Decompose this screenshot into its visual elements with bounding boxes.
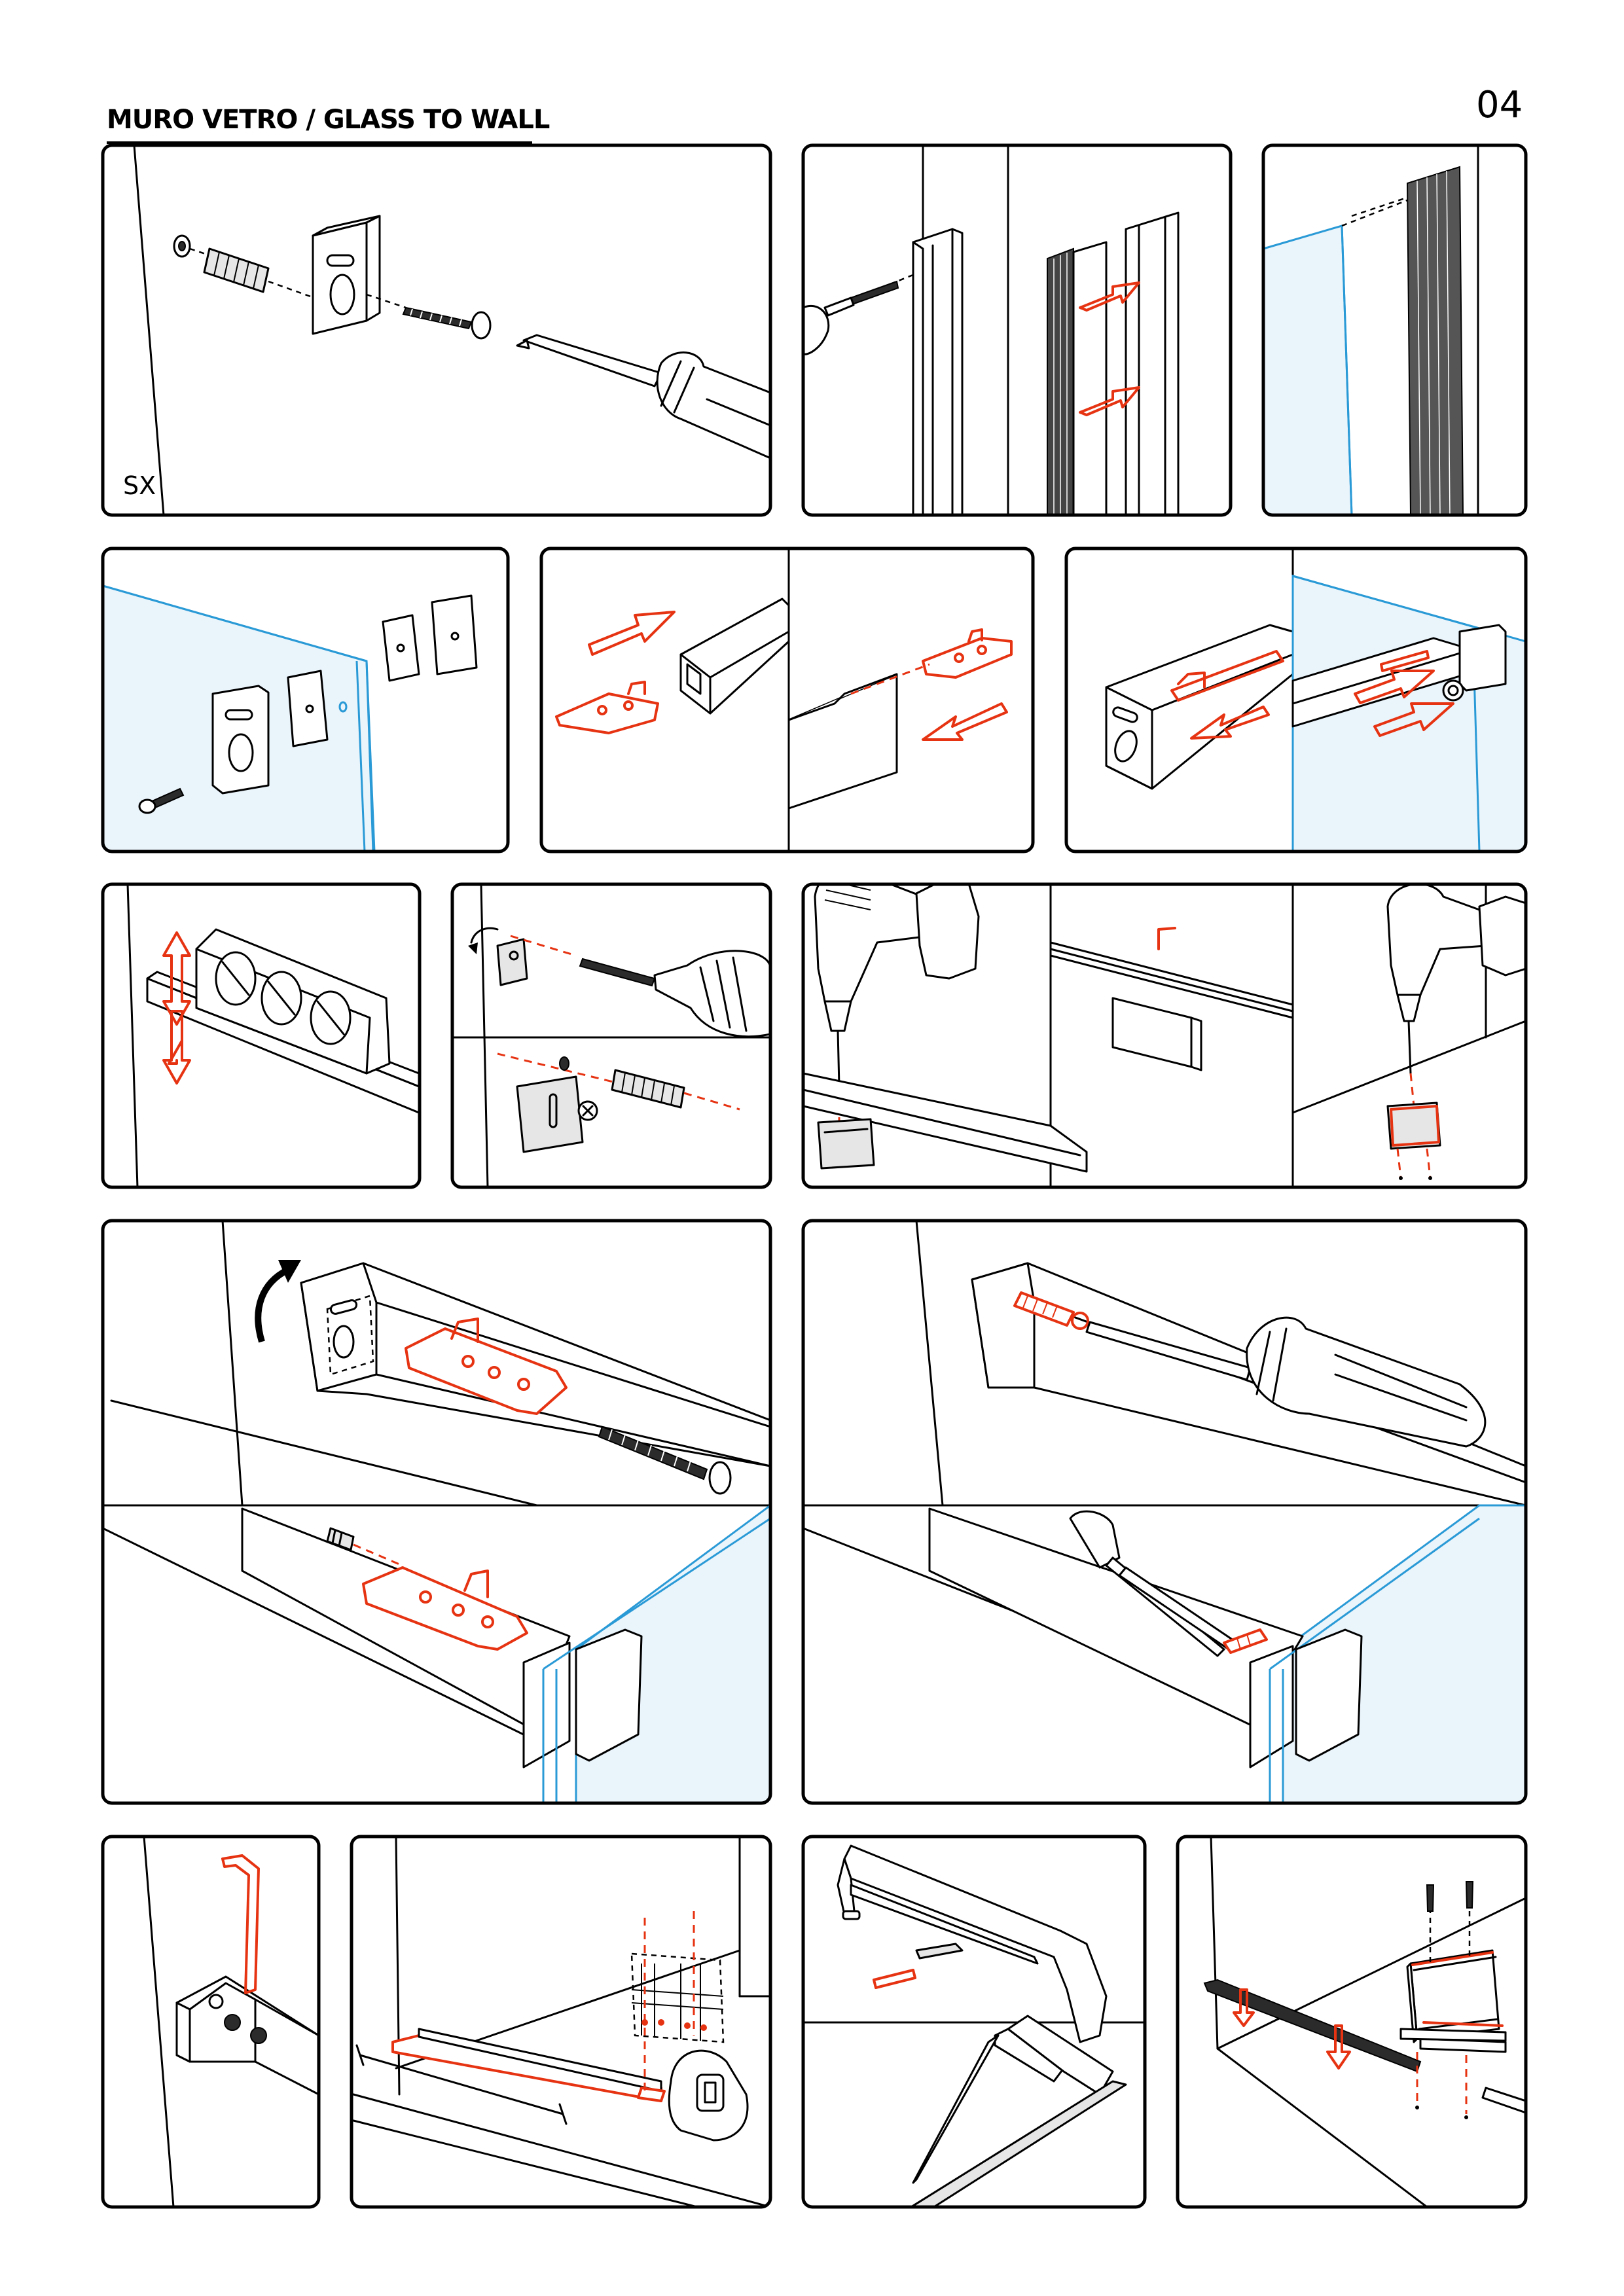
step-panel-3	[1263, 145, 1479, 515]
step-panel-7	[126, 884, 420, 1187]
screwdriver-icon	[1069, 1510, 1238, 1657]
page-title: MURO VETRO / GLASS TO WALL	[107, 105, 550, 135]
step-panel-1: SX	[123, 145, 770, 515]
hacksaw-icon	[837, 1844, 1108, 2043]
step-panel-12	[143, 1837, 319, 2207]
step-panel-10	[103, 1221, 770, 1803]
side-label-sx: SX	[123, 471, 156, 500]
tape-measure-icon	[668, 2049, 749, 2142]
wall-bracket-icon	[312, 215, 381, 335]
step-panel-9	[803, 884, 1526, 1187]
step-panel-5	[555, 548, 1013, 852]
brush-seal-icon	[1047, 247, 1074, 515]
step-panel-4	[103, 584, 478, 852]
screwdriver-icon	[1085, 1316, 1487, 1448]
step-panel-6	[1105, 548, 1526, 852]
screwdriver-icon	[516, 334, 770, 459]
screw-icon	[402, 306, 492, 340]
step-panel-8	[452, 884, 770, 1187]
seal-profile-icon	[1406, 166, 1464, 515]
title-underline	[107, 141, 532, 144]
wall-plug-icon	[203, 247, 270, 293]
step-panel-11	[803, 1221, 1526, 1803]
step-panel-13	[352, 1837, 770, 2207]
allen-key-icon	[221, 1854, 260, 1994]
power-drill-icon	[1386, 884, 1526, 1075]
step-panel-15	[1203, 1837, 1526, 2207]
step-panel-2	[803, 145, 1180, 515]
silicone-tube-icon	[912, 2015, 1114, 2184]
power-drill-icon	[814, 884, 980, 1088]
page-number: 04	[1476, 84, 1523, 126]
spirit-level-icon	[195, 928, 391, 1075]
wall-plug-icon	[611, 1069, 685, 1109]
step-panel-14	[803, 1844, 1145, 2207]
